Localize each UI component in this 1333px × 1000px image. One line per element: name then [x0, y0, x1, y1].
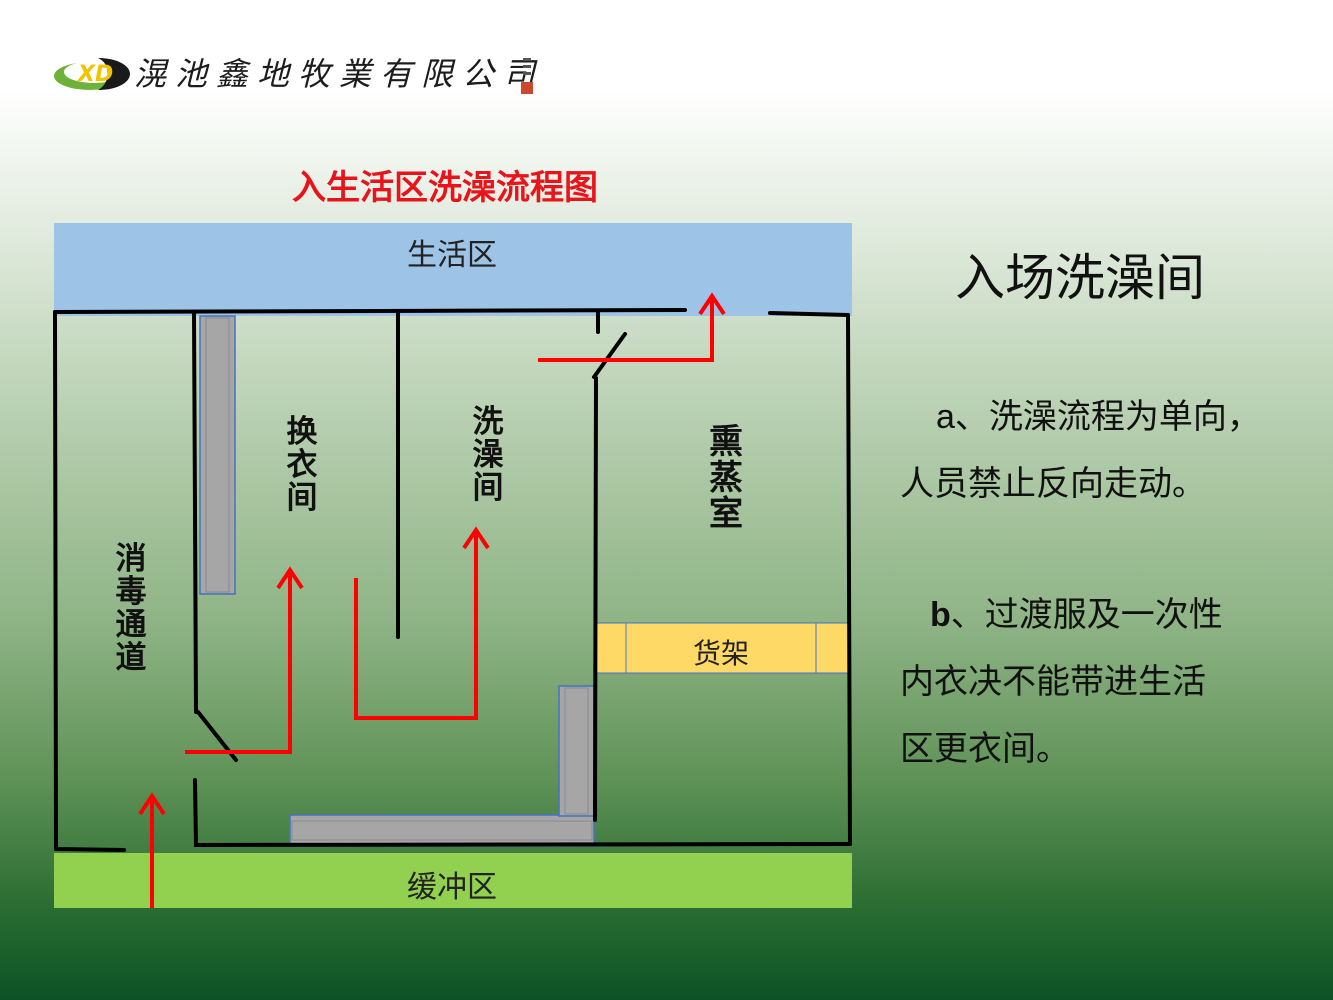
note-a-line1: 、洗澡流程为单向， [954, 397, 1261, 437]
note-a-line2: 人员禁止反向走动。 [900, 464, 1206, 504]
note-a-lead: a [936, 398, 955, 436]
buffer-zone [54, 853, 852, 908]
company-logo: XD 滉池鑫地牧業有限公司 [52, 48, 542, 100]
shelf [593, 622, 849, 674]
room-label-fumigation: 熏蒸室 [709, 422, 743, 534]
note-b-line2: 内衣决不能带进生活 [900, 662, 1206, 702]
note-b-line1: 、过渡服及一次性 [950, 595, 1223, 635]
room-label-changing: 换衣间 [286, 414, 318, 516]
room-label-shower: 洗澡间 [472, 404, 504, 506]
living-zone [54, 223, 852, 316]
flow-arrow-shower [354, 530, 478, 720]
flow-arrow-head [698, 292, 726, 316]
living-zone-label: 生活区 [407, 238, 497, 273]
bench-bottom-inner [291, 820, 593, 841]
panel-title: 入场洗澡间 [955, 249, 1205, 307]
flow-arrow-head [462, 526, 490, 550]
company-name: 滉池鑫地牧業有限公司 [134, 55, 545, 93]
note-b-lead: b [930, 596, 951, 634]
flow-arrows [138, 292, 726, 908]
seal-icon [521, 58, 533, 94]
flow-arrow-head [138, 792, 166, 816]
flow-arrow-head [276, 566, 304, 590]
flow-arrow-exit [538, 296, 714, 362]
note-a: a、洗澡流程为单向， 人员禁止反向走动。 [900, 384, 1300, 518]
buffer-zone-label: 缓冲区 [407, 870, 497, 905]
note-b-line3: 区更衣间。 [900, 729, 1070, 769]
note-b: b、过渡服及一次性 内衣决不能带进生活 区更衣间。 [900, 582, 1300, 783]
flow-arrow-changing [185, 570, 292, 754]
diagram-title: 入生活区洗澡流程图 [292, 168, 598, 208]
shelf-label: 货架 [692, 637, 749, 670]
logo-mark-text: XD [76, 62, 113, 87]
company-logo-icon: XD [54, 58, 130, 90]
bench-changing-inner [205, 317, 230, 593]
walls [53, 308, 852, 852]
bench-right-inner [564, 687, 589, 815]
room-label-disinfection: 消毒通道 [115, 541, 147, 676]
